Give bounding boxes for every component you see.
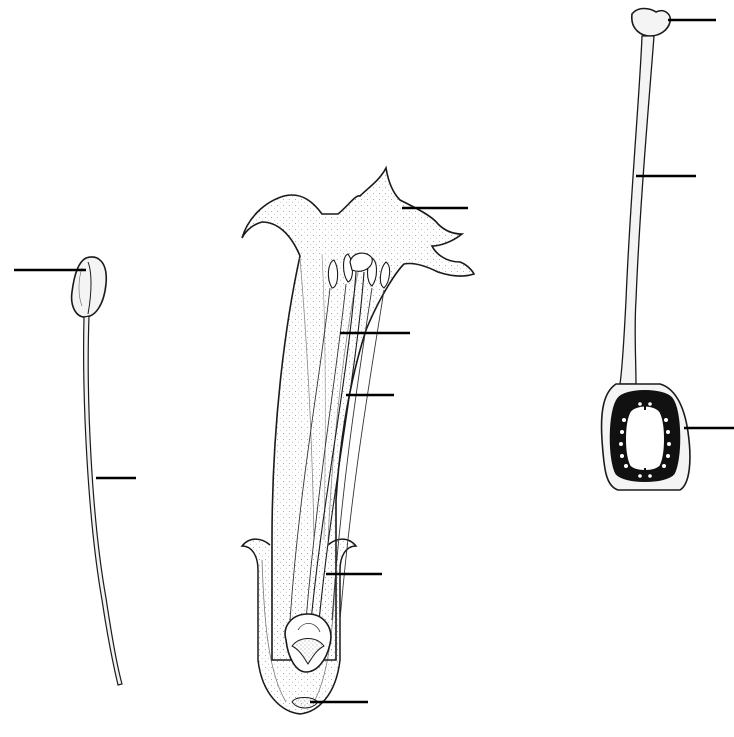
pistil xyxy=(602,9,734,491)
flower-section xyxy=(242,168,474,714)
stamen xyxy=(14,257,136,685)
style xyxy=(620,36,654,384)
stigma xyxy=(632,9,671,37)
filament xyxy=(84,316,122,685)
anther xyxy=(72,257,107,317)
ovary-section xyxy=(602,384,690,490)
corolla xyxy=(242,168,474,660)
